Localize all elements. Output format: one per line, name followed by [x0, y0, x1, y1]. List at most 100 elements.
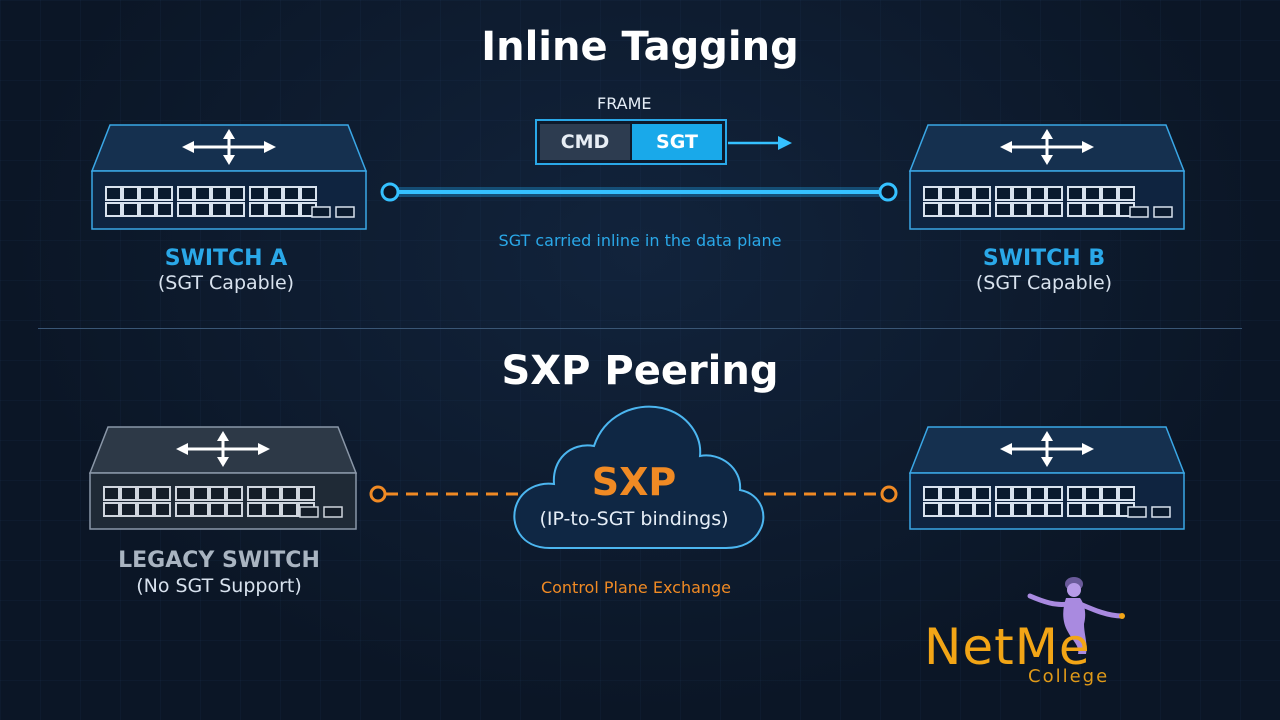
arrow-right-icon: [728, 136, 792, 150]
switch-port: [209, 502, 226, 517]
switch-port: [995, 486, 1012, 501]
sxp-link-caption: Control Plane Exchange: [540, 578, 732, 597]
switch-port: [264, 502, 281, 517]
frame-sgt-field: SGT: [632, 124, 722, 160]
switch-port: [283, 186, 300, 201]
legacy-switch-label: LEGACY SWITCH: [118, 548, 320, 573]
switch-port: [1046, 486, 1063, 501]
switch-b-label: SWITCH B: [982, 246, 1106, 271]
switch-port: [209, 486, 226, 501]
inline-link-caption: SGT carried inline in the data plane: [498, 231, 782, 250]
switch-port: [940, 202, 957, 217]
switch-port: [122, 202, 139, 217]
sxp-cloud-title: SXP: [591, 460, 677, 504]
switch-port: [1046, 202, 1063, 217]
switch-port: [995, 202, 1012, 217]
switch-port: [105, 202, 122, 217]
switch-port: [103, 502, 120, 517]
switch-port: [154, 502, 171, 517]
switch-port: [1046, 502, 1063, 517]
switch-port: [1101, 486, 1118, 501]
switch-port: [122, 186, 139, 201]
switch-port: [1012, 202, 1029, 217]
switch-port: [1012, 486, 1029, 501]
switch-port: [120, 486, 137, 501]
switch-port: [194, 186, 211, 201]
switch-port: [1029, 186, 1046, 201]
switch-port: [957, 502, 974, 517]
legacy-switch-icon: [88, 426, 358, 530]
switch-port: [1067, 186, 1084, 201]
section-divider: [38, 328, 1242, 329]
sxp-cloud-subtitle: (IP-to-SGT bindings): [539, 508, 729, 530]
switch-port: [154, 486, 171, 501]
switch-port: [228, 186, 245, 201]
cloud-icon: [513, 405, 765, 549]
switch-port: [1084, 186, 1101, 201]
frame-cmd-field: CMD: [540, 124, 630, 160]
switch-port: [923, 486, 940, 501]
switch-port: [1067, 202, 1084, 217]
switch-port: [192, 502, 209, 517]
switch-port: [1029, 202, 1046, 217]
inline-tagging-title: Inline Tagging: [481, 24, 799, 70]
sxp-link-left: [369, 485, 518, 503]
switch-port: [923, 186, 940, 201]
switch-port: [1084, 486, 1101, 501]
frame-box: CMD SGT: [535, 119, 727, 165]
switch-b-icon: [908, 124, 1186, 230]
switch-port: [137, 502, 154, 517]
switch-port: [226, 502, 243, 517]
switch-port: [226, 486, 243, 501]
switch-port: [1012, 186, 1029, 201]
switch-port: [156, 202, 173, 217]
inline-link: [380, 182, 898, 202]
switch-port: [156, 186, 173, 201]
switch-port: [940, 502, 957, 517]
switch-port: [177, 202, 194, 217]
switch-port: [995, 186, 1012, 201]
switch-port: [1084, 502, 1101, 517]
switch-port: [211, 202, 228, 217]
switch-port: [249, 186, 266, 201]
switch-port: [247, 486, 264, 501]
switch-port: [264, 486, 281, 501]
switch-port: [175, 486, 192, 501]
switch-port: [266, 186, 283, 201]
switch-port: [249, 202, 266, 217]
switch-port: [1118, 186, 1135, 201]
switch-port: [281, 486, 298, 501]
frame-label: FRAME: [597, 94, 652, 113]
switch-port: [228, 202, 245, 217]
switch-port: [1012, 502, 1029, 517]
switch-port: [139, 202, 156, 217]
switch-port: [995, 502, 1012, 517]
switch-port: [283, 202, 300, 217]
switch-port: [281, 502, 298, 517]
switch-b-sublabel: (SGT Capable): [975, 272, 1113, 294]
switch-port: [957, 486, 974, 501]
sxp-link-right: [764, 485, 898, 503]
sxp-peering-title: SXP Peering: [501, 348, 779, 394]
switch-port: [177, 186, 194, 201]
switch-port: [1067, 502, 1084, 517]
switch-port: [300, 186, 317, 201]
switch-a-label: SWITCH A: [164, 246, 288, 271]
switch-port: [1046, 186, 1063, 201]
switch-port: [139, 186, 156, 201]
switch-port: [923, 502, 940, 517]
switch-port: [175, 502, 192, 517]
switch-port: [120, 502, 137, 517]
switch-port: [1029, 486, 1046, 501]
switch-port: [974, 502, 991, 517]
legacy-switch-sublabel: (No SGT Support): [136, 575, 302, 597]
logo-subtitle: College: [1028, 666, 1110, 687]
genie-mascot-icon: [1027, 577, 1125, 654]
switch-port: [1067, 486, 1084, 501]
switch-port: [1101, 202, 1118, 217]
switch-port: [1084, 202, 1101, 217]
switch-port: [194, 202, 211, 217]
switch-port: [105, 186, 122, 201]
switch-a-icon: [90, 124, 368, 230]
switch-port: [974, 202, 991, 217]
